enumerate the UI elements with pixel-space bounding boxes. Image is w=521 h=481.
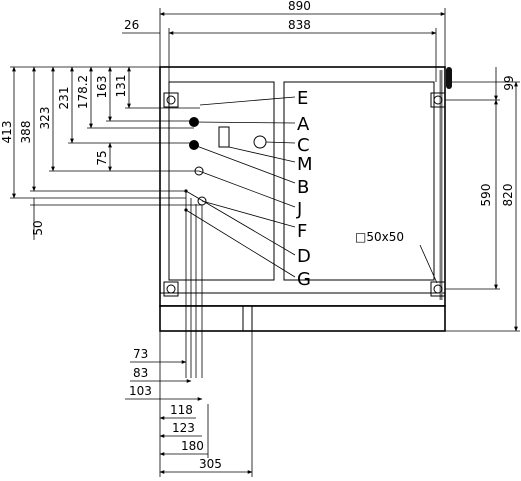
top-dimensions: 890 838 26 <box>122 0 446 82</box>
bottom-dimensions: 73 83 103 118 123 180 305 <box>125 331 253 477</box>
hole-size-note: □50x50 <box>355 230 404 244</box>
dim-left-131: 131 <box>114 75 128 98</box>
corner-hole-icon <box>163 281 179 297</box>
leader-M <box>228 146 296 163</box>
corner-hole-icon <box>433 95 443 105</box>
dim-bottom-305: 305 <box>199 457 222 471</box>
dim-bottom-118: 118 <box>170 403 193 417</box>
left-dimensions: 413 388 323 231 178.2 163 131 75 50 <box>0 66 202 240</box>
callout-E: E <box>297 88 308 109</box>
dim-left-388: 388 <box>19 121 33 144</box>
dim-right-590: 590 <box>479 184 493 207</box>
dim-left-231: 231 <box>57 87 71 110</box>
corner-hole-icon <box>163 92 179 108</box>
dim-left-178: 178.2 <box>76 75 90 109</box>
corner-hole-icon <box>433 284 443 294</box>
leader-lines <box>185 96 438 284</box>
callout-J: J <box>296 199 302 220</box>
inner-panel-right <box>283 81 435 281</box>
callout-G: G <box>297 269 311 290</box>
unit-base <box>159 305 446 332</box>
corner-hole-icon <box>166 95 176 105</box>
dim-bottom-83: 83 <box>133 366 148 380</box>
callout-B: B <box>297 177 309 198</box>
connection-M-icon <box>218 126 230 148</box>
dim-left-323: 323 <box>38 107 52 130</box>
callout-C: C <box>297 135 310 156</box>
corner-hole-icon <box>166 284 176 294</box>
leader-J <box>198 170 296 208</box>
leader-F <box>201 200 296 228</box>
handle-icon <box>446 67 452 89</box>
dim-bottom-73: 73 <box>133 347 148 361</box>
leader-E <box>199 96 296 106</box>
callout-A: A <box>297 114 310 135</box>
dim-left-413: 413 <box>0 121 14 144</box>
callout-D: D <box>297 246 311 267</box>
dim-left-75: 75 <box>95 150 109 165</box>
dim-left-50: 50 <box>31 220 45 235</box>
right-dimensions: 99 590 820 <box>445 67 520 332</box>
dim-bottom-123: 123 <box>172 421 195 435</box>
leader-D <box>185 190 296 256</box>
dim-right-820: 820 <box>501 184 515 207</box>
unit-outline <box>159 66 452 332</box>
callout-F: F <box>297 221 307 242</box>
unit-body <box>159 66 446 307</box>
leader-C <box>265 141 296 144</box>
callout-M: M <box>297 154 313 175</box>
leader-A <box>193 121 296 124</box>
dim-right-99: 99 <box>502 75 516 90</box>
dim-top-total: 890 <box>288 0 311 13</box>
leader-B <box>193 144 296 184</box>
callout-labels: E A C M B J F D G □50x50 <box>296 88 404 290</box>
dim-top-offset: 26 <box>124 18 139 32</box>
leader-G <box>185 209 296 278</box>
dim-bottom-180: 180 <box>181 439 204 453</box>
leader-hole-note <box>419 244 438 284</box>
dim-top-inner: 838 <box>288 18 311 32</box>
dim-bottom-103: 103 <box>129 384 152 398</box>
inner-panel-left <box>168 81 275 281</box>
dim-left-163: 163 <box>95 76 109 99</box>
